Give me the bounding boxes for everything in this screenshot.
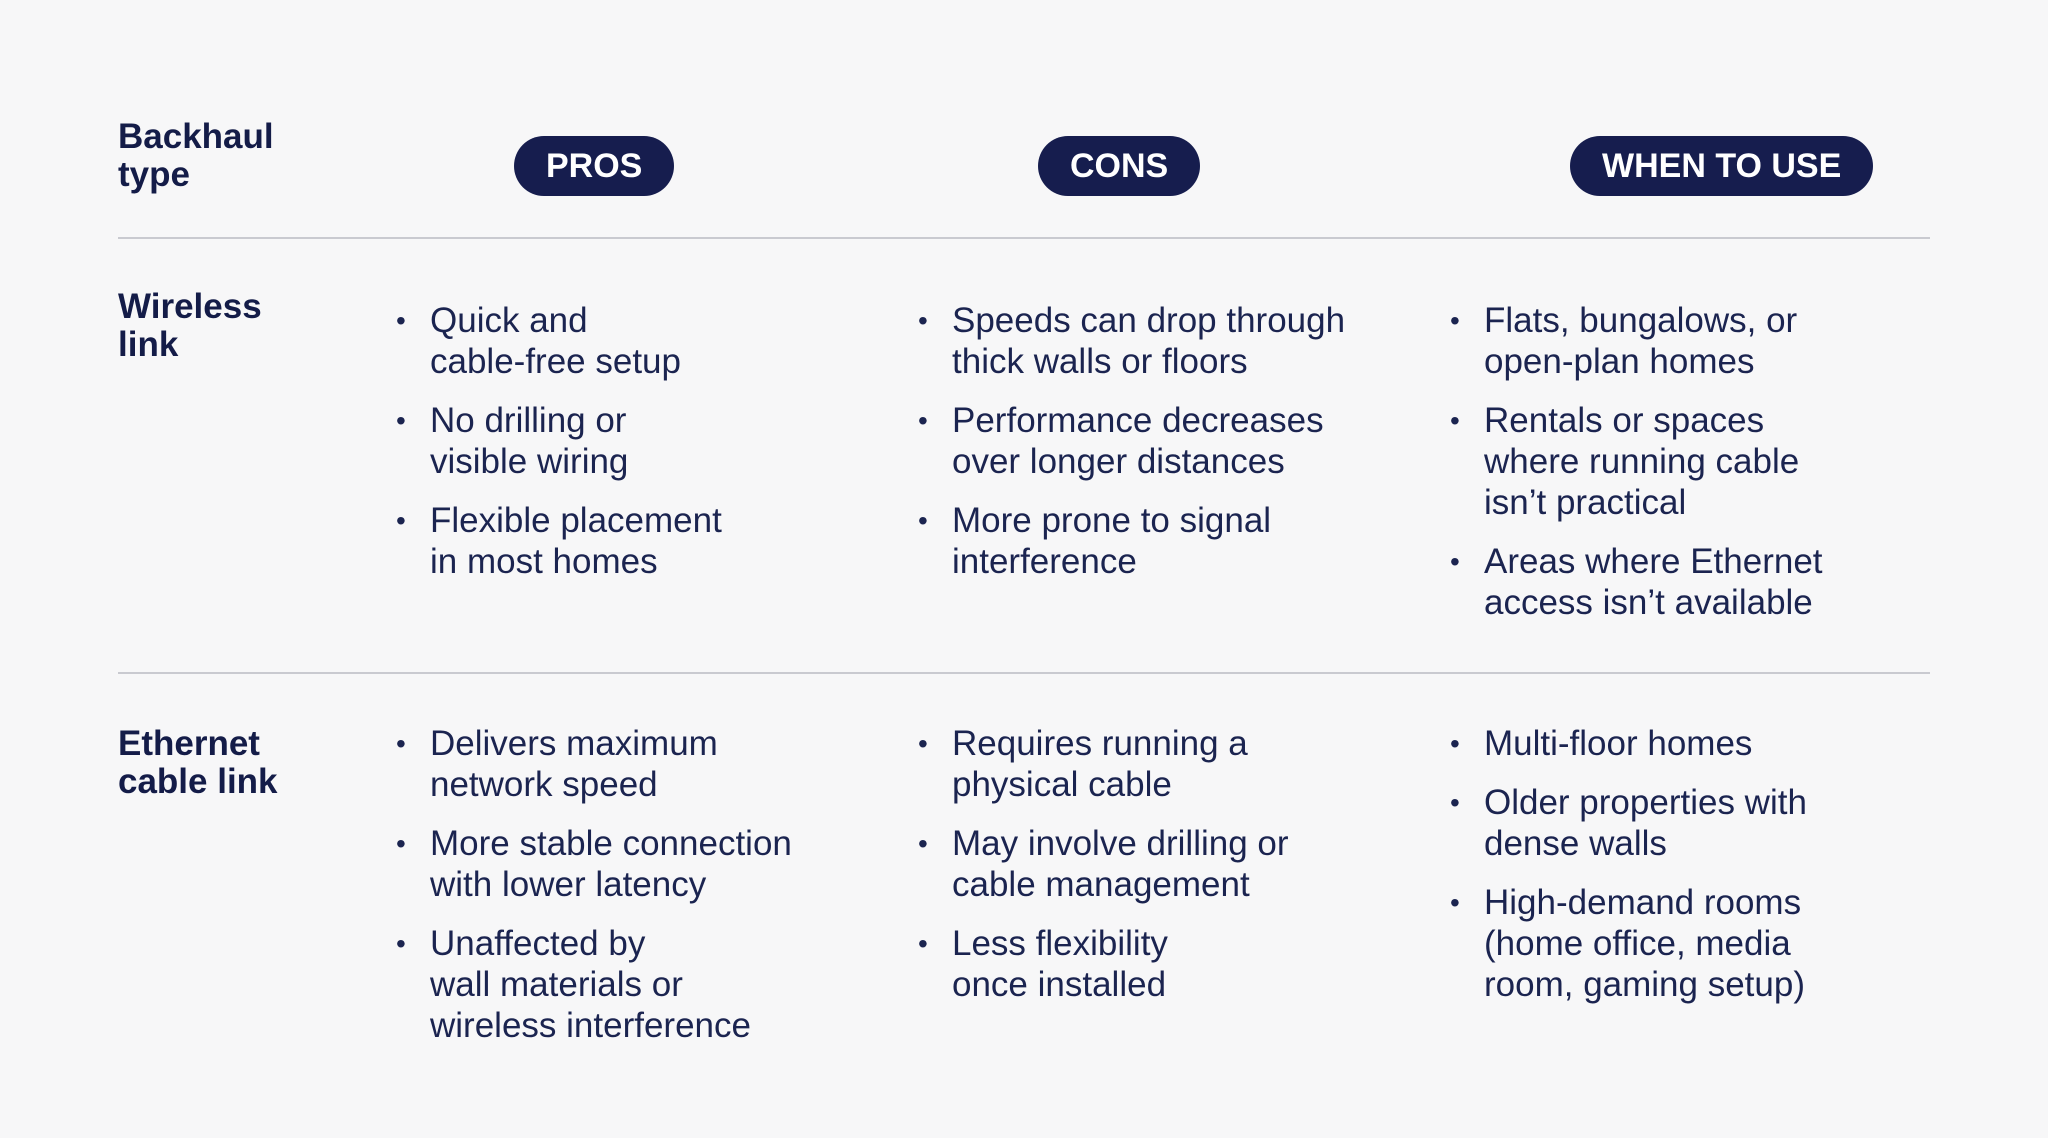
bullet-icon: • — [1450, 405, 1460, 436]
list-item: • Rentals or spaces where running cable i… — [1450, 400, 1930, 523]
bullet-icon: • — [1450, 305, 1460, 336]
list-item: • Older properties with dense walls — [1450, 782, 1930, 864]
list-item: • Flats, bungalows, or open-plan homes — [1450, 300, 1930, 382]
list-item-text: More prone to signal interference — [952, 501, 1272, 581]
list-item: • Multi-floor homes — [1450, 723, 1930, 764]
cons-pill: CONS — [1038, 136, 1201, 196]
list-item: • Unaffected by wall materials or wireles… — [396, 923, 896, 1046]
bullet-icon: • — [918, 728, 928, 759]
list-item-text: Unaffected by wall materials or wireless… — [430, 924, 751, 1045]
list-item-text: Areas where Ethernet access isn’t availa… — [1484, 542, 1823, 622]
backhaul-comparison-table: Backhaul type PROS CONS WHEN TO USE Wire… — [118, 0, 1930, 1138]
header-backhaul-type: Backhaul type — [118, 117, 274, 194]
table-row-ethernet: Ethernet cable link • Delivers maximum ne… — [118, 673, 1930, 1138]
list-item-text: Requires running a physical cable — [952, 724, 1248, 804]
list-item-text: Multi-floor homes — [1484, 724, 1753, 763]
bullet-icon: • — [1450, 887, 1460, 918]
when-to-use-list: • Flats, bungalows, or open-plan homes • R… — [1450, 300, 1930, 641]
list-item: • More stable connection with lower laten… — [396, 823, 896, 905]
bullet-icon: • — [396, 828, 406, 859]
cons-list: • Speeds can drop through thick walls or … — [918, 300, 1418, 600]
bullet-icon: • — [396, 405, 406, 436]
table-header-row: Backhaul type PROS CONS WHEN TO USE — [118, 118, 1930, 238]
list-item: • Flexible placement in most homes — [396, 500, 896, 582]
list-item: • Performance decreases over longer dista… — [918, 400, 1418, 482]
when-to-use-pill: WHEN TO USE — [1570, 136, 1874, 196]
row-type-label: Ethernet cable link — [118, 724, 278, 801]
bullet-icon: • — [396, 505, 406, 536]
bullet-icon: • — [918, 305, 928, 336]
table-row-wireless: Wireless link • Quick and cable-free setu… — [118, 238, 1930, 673]
list-item: • Delivers maximum network speed — [396, 723, 896, 805]
list-item-text: Flats, bungalows, or open-plan homes — [1484, 301, 1798, 381]
list-item: • Speeds can drop through thick walls or … — [918, 300, 1418, 382]
bullet-icon: • — [918, 405, 928, 436]
list-item-text: Older properties with dense walls — [1484, 783, 1807, 863]
list-item-text: High-demand rooms (home office, media ro… — [1484, 883, 1805, 1004]
row-type-label: Wireless link — [118, 287, 262, 364]
row-divider — [118, 672, 1930, 674]
pros-list: • Delivers maximum network speed • More st… — [396, 723, 896, 1064]
bullet-icon: • — [396, 928, 406, 959]
list-item-text: Speeds can drop through thick walls or f… — [952, 301, 1346, 381]
list-item-text: Quick and cable-free setup — [430, 301, 681, 381]
list-item: • May involve drilling or cable managemen… — [918, 823, 1418, 905]
list-item: • Areas where Ethernet access isn’t avail… — [1450, 541, 1930, 623]
cons-list: • Requires running a physical cable • May … — [918, 723, 1418, 1023]
bullet-icon: • — [1450, 728, 1460, 759]
list-item-text: Rentals or spaces where running cable is… — [1484, 401, 1800, 522]
bullet-icon: • — [396, 305, 406, 336]
list-item: • High-demand rooms (home office, media r… — [1450, 882, 1930, 1005]
when-to-use-list: • Multi-floor homes • Older properties wit… — [1450, 723, 1930, 1023]
bullet-icon: • — [918, 928, 928, 959]
list-item: • More prone to signal interference — [918, 500, 1418, 582]
pros-pill: PROS — [514, 136, 675, 196]
pros-list: • Quick and cable-free setup • No drilling… — [396, 300, 896, 600]
list-item: • No drilling or visible wiring — [396, 400, 896, 482]
bullet-icon: • — [1450, 546, 1460, 577]
list-item-text: Delivers maximum network speed — [430, 724, 718, 804]
list-item-text: May involve drilling or cable management — [952, 824, 1289, 904]
list-item-text: Performance decreases over longer distan… — [952, 401, 1324, 481]
list-item-text: Less flexibility once installed — [952, 924, 1168, 1004]
list-item-text: Flexible placement in most homes — [430, 501, 722, 581]
list-item: • Less flexibility once installed — [918, 923, 1418, 1005]
bullet-icon: • — [1450, 787, 1460, 818]
bullet-icon: • — [396, 728, 406, 759]
list-item-text: More stable connection with lower latenc… — [430, 824, 792, 904]
row-divider — [118, 237, 1930, 239]
list-item-text: No drilling or visible wiring — [430, 401, 629, 481]
list-item: • Requires running a physical cable — [918, 723, 1418, 805]
list-item: • Quick and cable-free setup — [396, 300, 896, 382]
bullet-icon: • — [918, 828, 928, 859]
bullet-icon: • — [918, 505, 928, 536]
